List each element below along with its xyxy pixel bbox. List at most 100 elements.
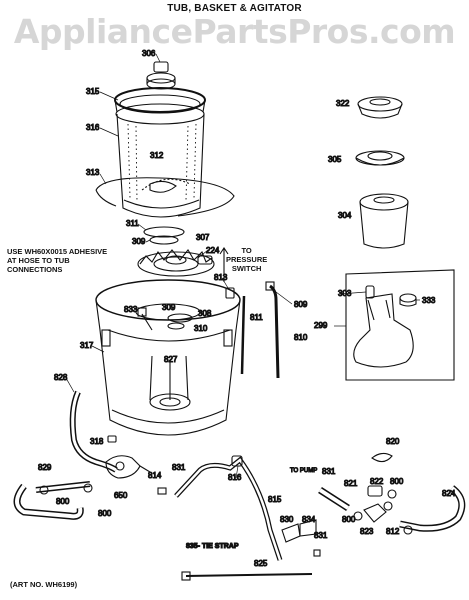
part-label: 322 [336,99,350,108]
part-label: 308 [198,309,212,318]
part-label: 816 [228,473,242,482]
hub-224 [137,249,215,277]
valve-650 [105,455,151,479]
basket-316 [115,103,205,218]
agitator-box-299 [345,269,455,381]
fitting-816 [231,455,243,467]
adhesive-note: USE WH60X0015 ADHESIVE AT HOSE TO TUB CO… [7,247,107,274]
part-label: 800 [98,509,112,518]
part-label: 800 [56,497,70,506]
part-label: 809 [294,300,308,309]
balance-ring-315 [114,87,206,114]
part-label: 313 [86,168,100,177]
hose-821 [318,487,350,511]
part-label: 318 [90,437,104,446]
cap-333 [399,293,417,307]
part-label: 310 [194,324,208,333]
pressure-switch-line: PRESSURE [226,255,268,264]
adhesive-note-line: USE WH60X0015 ADHESIVE [7,247,108,256]
part-label: 299 [314,321,328,330]
clamp-307 [197,255,213,265]
pressure-switch-line: SWITCH [231,264,262,273]
part-label: 814 [148,471,162,480]
gasket-311 [143,226,185,238]
part-label: 304 [338,211,352,220]
part-label: 822 [370,477,384,486]
cap-322 [357,96,403,119]
outer-tub-317 [95,279,241,436]
pressure-switch-note: TO PRESSURE SWITCH [226,246,267,273]
watermark: AppliancePartsPros.com [13,12,456,51]
part-label: 315 [86,87,100,96]
part-label: 824 [442,489,456,498]
part-label: 834 [302,515,316,524]
part-label: 821 [344,479,358,488]
snubber-ring-313 [95,177,235,217]
part-label: 811 [250,313,263,322]
hose-828 [69,390,118,473]
part-label: 317 [80,341,94,350]
dispenser-304 [359,193,409,249]
part-label: 309 [132,237,146,246]
tube-811 [240,295,246,375]
o-ring-308-310 [167,313,193,330]
part-label: 305 [328,155,342,164]
clip-820 [371,452,393,463]
part-822 [367,485,383,497]
adhesive-note-line: AT HOSE TO TUB [7,256,70,265]
part-label: 800 [342,515,356,524]
part-label: 813 [214,273,228,282]
pin-303 [365,285,375,299]
tie-strap-label: 835- TIE STRAP [186,543,239,550]
part-label: 800 [390,477,404,486]
part-label: 333 [422,296,436,305]
part-label: 830 [280,515,294,524]
hose-824 [399,485,466,532]
hose-815 [174,456,283,561]
part-label: 831 [314,531,328,540]
tie-strap-825 [181,571,313,581]
part-labels: 306 315 316 312 313 311 309 307 224 813 … [37,48,456,568]
part-label: 306 [142,49,156,58]
part-label: 823 [360,527,374,536]
clamp-831 [313,549,321,557]
pressure-switch-line: TO [241,246,252,255]
part-label: 815 [268,495,282,504]
clamp-814 [157,487,167,495]
clamps-800-right [353,489,413,535]
part-label: 810 [294,333,308,342]
part-label: 825 [254,559,268,568]
diagram-title: TUB, BASKET & AGITATOR [167,3,302,14]
part-label: 307 [196,233,210,242]
to-pump-label: TO PUMP [290,468,317,474]
hose-829 [13,481,91,520]
part-label: 829 [38,463,52,472]
part-label: 650 [114,491,128,500]
part-label: 831 [322,467,336,476]
part-label: 820 [386,437,400,446]
pressure-switch-arrow [219,247,229,282]
part-label: 312 [150,151,164,160]
part-label: 224 [206,246,220,255]
fitting-833 [137,307,153,331]
hose-810 [265,281,280,379]
plug-318 [107,435,117,443]
cap-305 [355,150,405,166]
clamps-800 [39,483,93,495]
part-label: 812 [386,527,400,536]
coupling-830-834 [281,519,317,543]
basket-cap-306 [146,61,176,90]
fitting-823 [363,501,393,523]
part-label: 833 [124,305,138,314]
part-label: 309 [162,303,176,312]
part-label: 827 [164,355,178,364]
part-label: 316 [86,123,100,132]
part-label: 828 [54,373,68,382]
part-label: 831 [172,463,186,472]
part-label: 311 [126,219,139,228]
adhesive-note-line: CONNECTIONS [7,265,63,274]
leader-lines [65,53,420,479]
art-number: (ART NO. WH6199) [10,580,78,589]
